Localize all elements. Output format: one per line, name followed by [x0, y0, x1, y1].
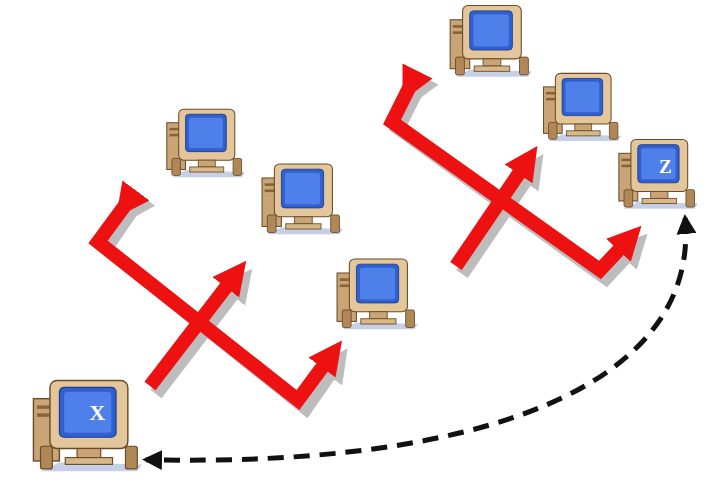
screen-label: Z	[659, 156, 672, 175]
computer-icon	[612, 136, 698, 214]
computer-icon	[337, 259, 418, 329]
computer-icon	[24, 376, 142, 478]
computer-node: X	[24, 376, 142, 478]
computer-node: Z	[612, 136, 698, 214]
computer-icon	[450, 6, 532, 77]
route-arrow-shadow	[106, 92, 636, 408]
dashed-connector	[146, 218, 686, 460]
route-arrow	[98, 86, 630, 400]
computer-icon	[167, 109, 245, 177]
computer-icon	[262, 164, 343, 234]
computer-icon	[544, 73, 622, 141]
screen-label: X	[89, 402, 105, 424]
